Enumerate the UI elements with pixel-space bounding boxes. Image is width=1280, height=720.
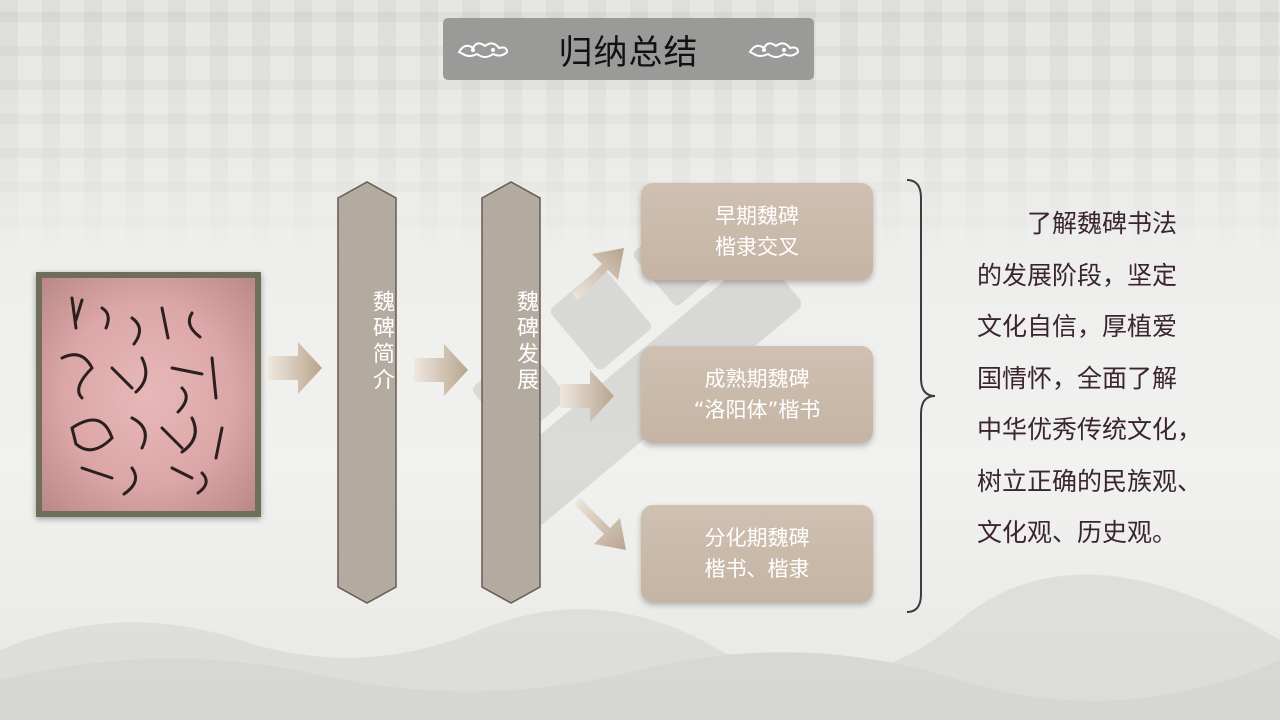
- arrow-icon: [560, 370, 614, 422]
- arrow-icon: [268, 342, 322, 394]
- pillar-label-intro: 魏碑简介: [369, 290, 394, 394]
- calligraphy-photo: [36, 272, 261, 517]
- summary-line: 了解魏碑书法: [1027, 209, 1178, 238]
- summary-line: 的发展阶段，坚定: [977, 260, 1178, 290]
- pillar-development: 魏碑发展: [480, 180, 542, 605]
- stage-mature-desc: “洛阳体”楷书: [693, 397, 821, 422]
- summary-line: 文化自信，厚植爱: [977, 312, 1178, 341]
- summary-line: 国情怀，全面了解: [977, 363, 1178, 393]
- right-brace: [906, 179, 936, 613]
- stage-early: 早期魏碑 楷隶交叉: [641, 183, 873, 280]
- title-bar: 归纳总结: [443, 18, 814, 80]
- arrow-icon: [574, 498, 626, 550]
- arrow-icon: [414, 344, 468, 396]
- summary-line: 文化观、历史观。: [977, 518, 1178, 547]
- summary-line: 树立正确的民族观、: [977, 466, 1203, 496]
- stage-early-title: 早期魏碑: [715, 203, 799, 228]
- arrow-icon: [572, 248, 624, 300]
- background-mountains: [0, 574, 1280, 720]
- summary-line: 中华优秀传统文化，: [977, 415, 1203, 444]
- pillar-shape: [337, 181, 397, 604]
- stage-mature-title: 成熟期魏碑: [704, 366, 810, 391]
- stage-divergent-desc: 楷书、楷隶: [704, 556, 810, 581]
- calligraphy-strokes: [60, 296, 224, 496]
- pillar-shape: [481, 181, 541, 604]
- stage-divergent-title: 分化期魏碑: [704, 525, 810, 550]
- auspicious-cloud-icon: [457, 42, 509, 58]
- auspicious-cloud-icon: [748, 42, 800, 58]
- pillar-label-development: 魏碑发展: [513, 290, 538, 394]
- page-title: 归纳总结: [558, 32, 699, 73]
- summary-text: 了解魏碑书法 的发展阶段，坚定 文化自信，厚植爱 国情怀，全面了解 中华优秀传统…: [977, 198, 1252, 559]
- pillar-intro: 魏碑简介: [336, 180, 398, 605]
- photo-content: [42, 278, 255, 511]
- stage-mature: 成熟期魏碑 “洛阳体”楷书: [641, 346, 873, 443]
- stage-divergent: 分化期魏碑 楷书、楷隶: [641, 505, 873, 602]
- stage-early-desc: 楷隶交叉: [715, 234, 799, 259]
